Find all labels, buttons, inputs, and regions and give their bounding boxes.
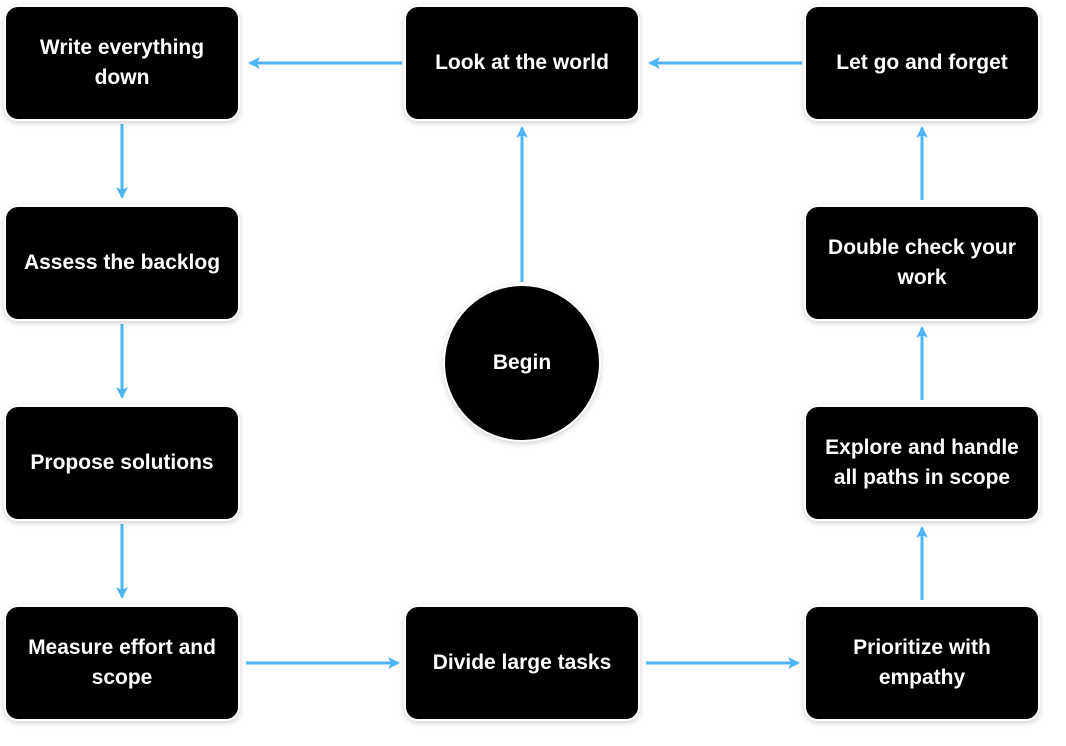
node-write-everything-down: Write everything down xyxy=(4,5,240,121)
node-assess-the-backlog: Assess the backlog xyxy=(4,205,240,321)
node-propose-solutions: Propose solutions xyxy=(4,405,240,521)
node-let-go-and-forget: Let go and forget xyxy=(804,5,1040,121)
node-look-at-the-world: Look at the world xyxy=(404,5,640,121)
node-begin: Begin xyxy=(443,284,601,442)
node-divide-large-tasks: Divide large tasks xyxy=(404,605,640,721)
node-prioritize-with-empathy: Prioritize with empathy xyxy=(804,605,1040,721)
node-measure-effort-and-scope: Measure effort and scope xyxy=(4,605,240,721)
node-explore-and-handle-all-paths: Explore and handle all paths in scope xyxy=(804,405,1040,521)
node-double-check-your-work: Double check your work xyxy=(804,205,1040,321)
